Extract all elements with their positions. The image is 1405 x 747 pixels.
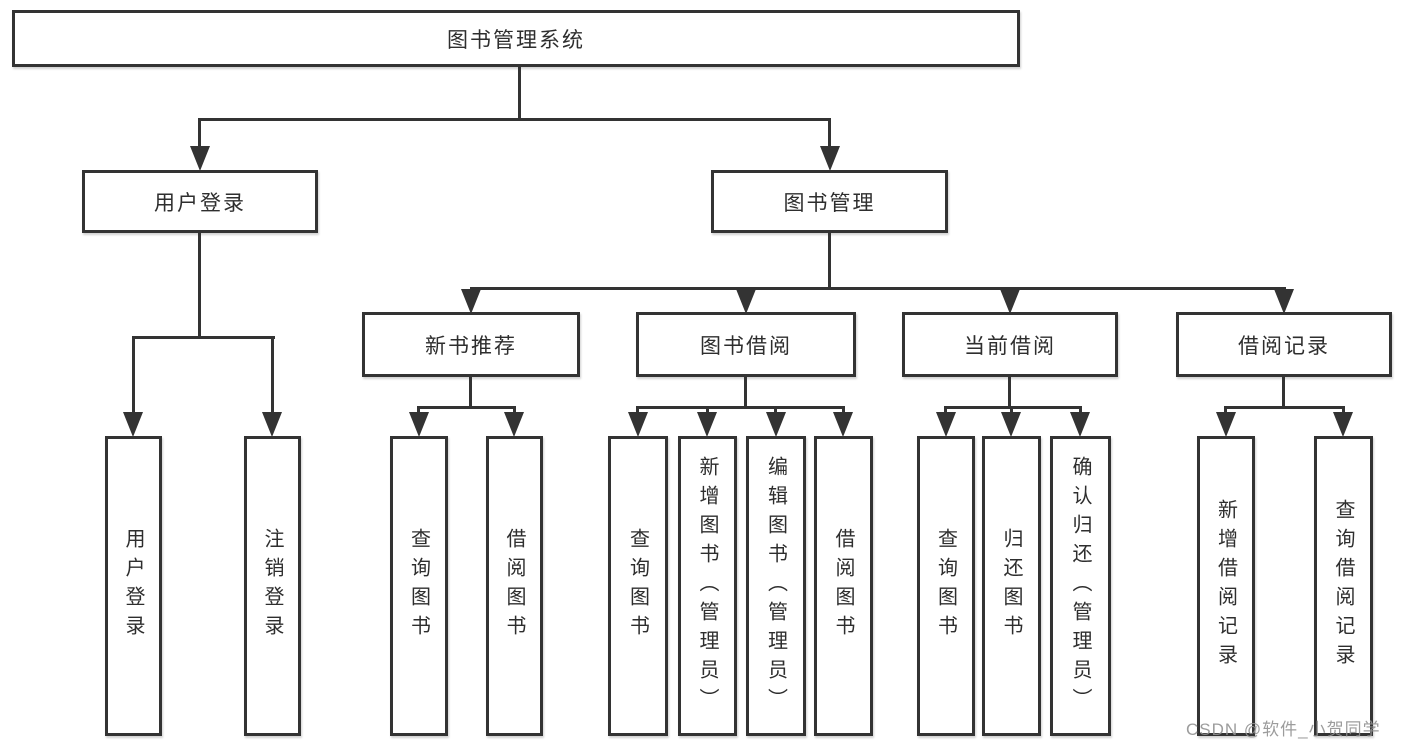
arrowhead [262, 412, 282, 437]
connector [198, 232, 201, 338]
connector [198, 118, 201, 148]
leaf-user-login: 用户登录 [105, 436, 162, 736]
leaf-query-borrow-record: 查询借阅记录 [1314, 436, 1373, 736]
arrowhead [628, 412, 648, 437]
connector [513, 406, 516, 414]
connector [1010, 406, 1013, 414]
arrowhead [736, 289, 756, 314]
leaf-logout: 注销登录 [244, 436, 301, 736]
node-borrow-record: 借阅记录 [1176, 312, 1392, 377]
connector [706, 406, 709, 414]
leaf-query-books-borrow: 查询图书 [608, 436, 668, 736]
leaf-query-books-current: 查询图书 [917, 436, 975, 736]
connector [469, 376, 472, 409]
connector [944, 406, 1082, 409]
arrowhead [1001, 412, 1021, 437]
connector [744, 376, 747, 409]
node-book-borrow: 图书借阅 [636, 312, 856, 377]
connector [828, 232, 831, 289]
leaf-borrow-books-recommend: 借阅图书 [486, 436, 543, 736]
connector [132, 336, 275, 339]
arrowhead [409, 412, 429, 437]
connector [271, 336, 274, 414]
leaf-add-borrow-record: 新增借阅记录 [1197, 436, 1255, 736]
arrowhead [1000, 289, 1020, 314]
node-current-borrow: 当前借阅 [902, 312, 1118, 377]
leaf-edit-books-admin: 编辑图书（管理员） [746, 436, 806, 736]
connector [828, 118, 831, 148]
leaf-borrow-books: 借阅图书 [814, 436, 873, 736]
arrowhead [1274, 289, 1294, 314]
connector [1224, 406, 1227, 414]
connector [470, 287, 1286, 290]
arrowhead [820, 146, 840, 171]
leaf-confirm-return-admin: 确认归还（管理员） [1050, 436, 1111, 736]
connector [132, 336, 135, 414]
connector [636, 406, 845, 409]
connector [1079, 406, 1082, 414]
connector [842, 406, 845, 414]
node-root: 图书管理系统 [12, 10, 1020, 67]
arrowhead [936, 412, 956, 437]
connector [944, 406, 947, 414]
node-book-management: 图书管理 [711, 170, 948, 233]
node-user-login: 用户登录 [82, 170, 318, 233]
connector [774, 406, 777, 414]
leaf-query-books-recommend: 查询图书 [390, 436, 448, 736]
arrowhead [461, 289, 481, 314]
arrowhead [697, 412, 717, 437]
arrowhead [1216, 412, 1236, 437]
arrowhead [1070, 412, 1090, 437]
node-new-book-recommend: 新书推荐 [362, 312, 580, 377]
arrowhead [123, 412, 143, 437]
connector [1282, 376, 1285, 409]
connector [518, 66, 521, 119]
connector [1008, 376, 1011, 409]
connector [1342, 406, 1345, 414]
connector [417, 406, 420, 414]
arrowhead [504, 412, 524, 437]
watermark-text: CSDN @软件_小贺同学 [1186, 720, 1381, 739]
leaf-return-books: 归还图书 [982, 436, 1041, 736]
connector [636, 406, 639, 414]
arrowhead [1333, 412, 1353, 437]
connector [198, 118, 831, 121]
arrowhead [766, 412, 786, 437]
arrowhead [190, 146, 210, 171]
arrowhead [833, 412, 853, 437]
connector [1224, 406, 1345, 409]
connector [417, 406, 516, 409]
leaf-add-books-admin: 新增图书（管理员） [678, 436, 737, 736]
